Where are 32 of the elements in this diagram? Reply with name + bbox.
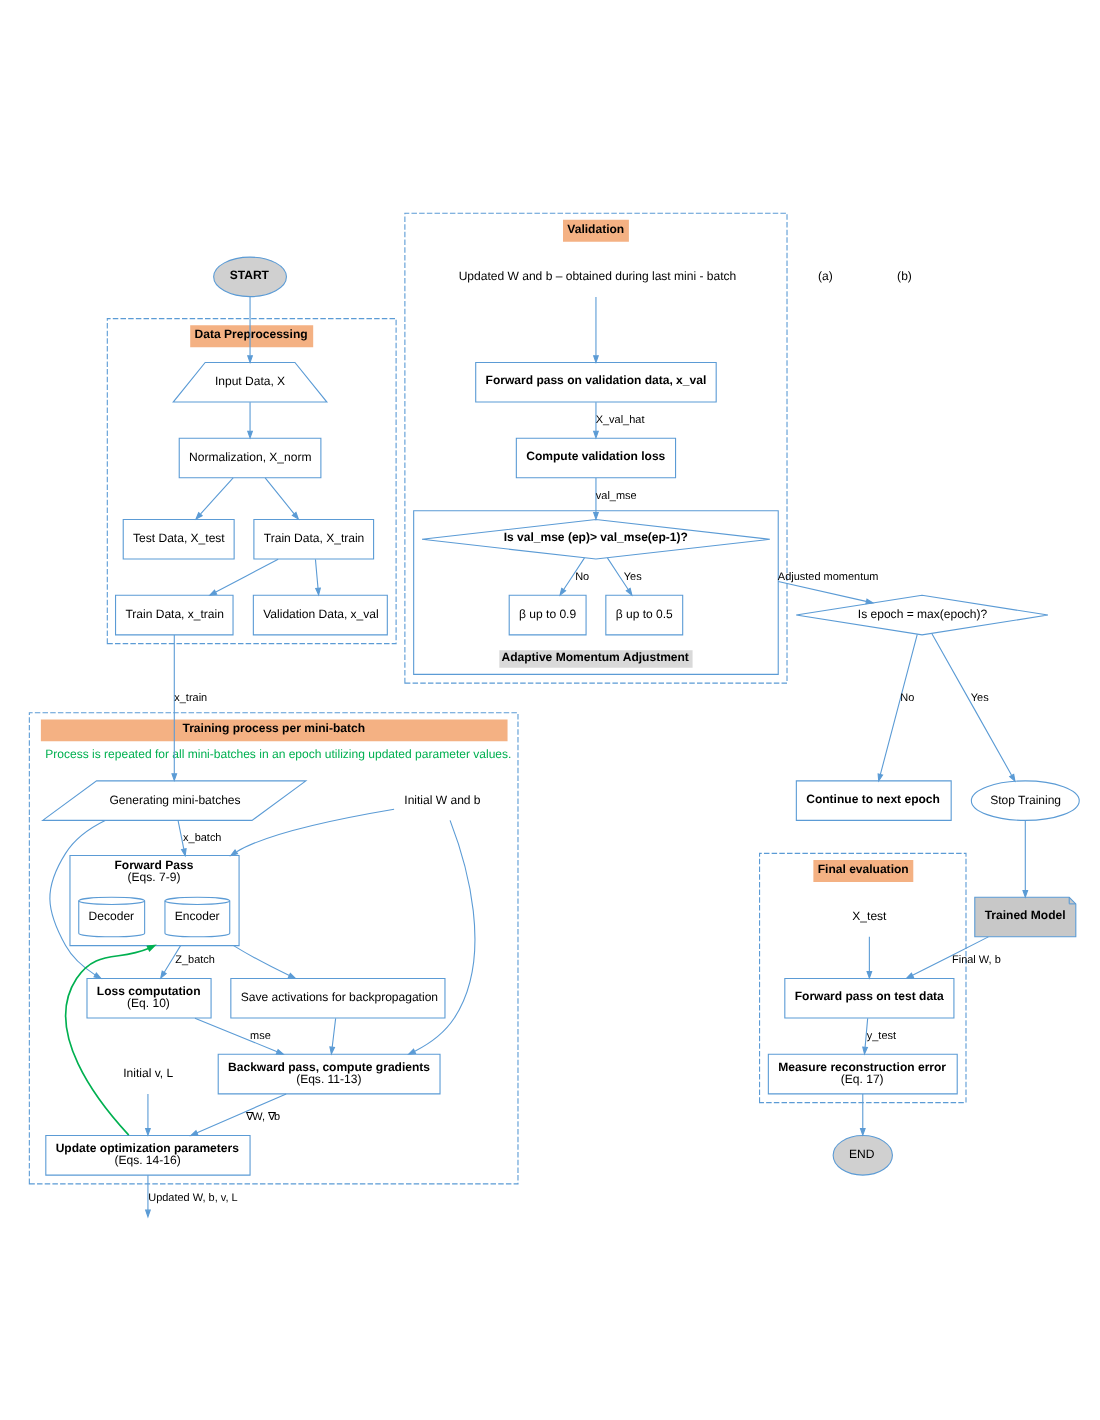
arrow bbox=[208, 557, 279, 596]
arrow bbox=[189, 1092, 287, 1136]
arrow bbox=[329, 1016, 337, 1055]
arrow bbox=[65, 943, 157, 1135]
arrow bbox=[777, 580, 875, 604]
arrow bbox=[314, 557, 322, 596]
arrow bbox=[407, 818, 476, 1054]
arrow bbox=[859, 1092, 866, 1136]
arrow bbox=[159, 944, 182, 979]
arrow bbox=[194, 1016, 285, 1054]
arrow bbox=[905, 935, 989, 979]
arrow bbox=[862, 1016, 869, 1055]
arrow bbox=[246, 400, 254, 439]
arrow bbox=[606, 556, 633, 596]
arrow bbox=[171, 633, 178, 782]
arrow bbox=[144, 1092, 151, 1136]
arrow bbox=[592, 476, 600, 520]
arrow bbox=[177, 819, 187, 857]
arrow bbox=[1022, 819, 1029, 898]
arrow bbox=[592, 295, 600, 364]
arrow bbox=[592, 400, 600, 439]
arrow bbox=[559, 556, 586, 596]
arrow bbox=[233, 944, 297, 979]
arrow bbox=[931, 631, 1016, 782]
arrow bbox=[264, 476, 300, 520]
arrow bbox=[49, 818, 106, 979]
arrow bbox=[194, 476, 234, 520]
arrow bbox=[229, 807, 395, 856]
arrow bbox=[877, 632, 918, 782]
arrow bbox=[866, 935, 873, 979]
arrow bbox=[144, 1173, 151, 1218]
arrow bbox=[246, 295, 254, 364]
